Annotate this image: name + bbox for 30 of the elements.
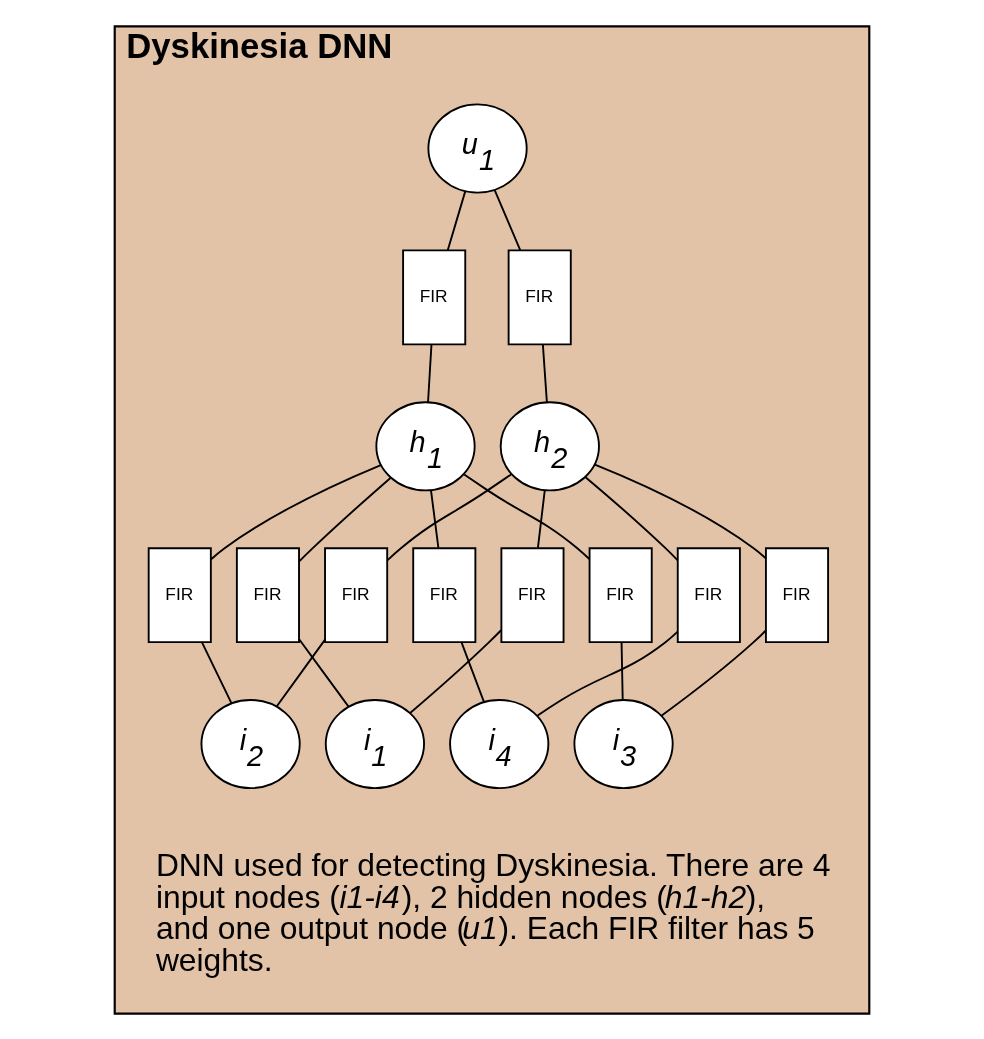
connector [660, 629, 767, 716]
connector [298, 637, 350, 708]
node-box: FIR [507, 248, 572, 345]
node-box: FIR [324, 546, 389, 643]
connector [460, 640, 485, 703]
connector [493, 188, 522, 251]
connector [541, 343, 548, 403]
connector [593, 463, 767, 559]
connector [298, 476, 392, 562]
connector [620, 640, 624, 701]
connector [536, 630, 679, 716]
connector [430, 488, 440, 549]
connector [427, 343, 433, 403]
connector [201, 640, 233, 704]
node-box: FIR [147, 546, 212, 643]
connector [463, 473, 591, 560]
node-box: FIR [676, 546, 741, 643]
connector [537, 488, 546, 549]
connector [584, 475, 679, 561]
connector [386, 473, 512, 561]
connector [409, 628, 502, 714]
node-box: FIR [765, 546, 830, 643]
node-box: FIR [588, 546, 653, 643]
node-box: FIR [235, 546, 300, 643]
connector [209, 463, 382, 560]
node-box: FIR [402, 248, 467, 345]
connector [446, 189, 467, 251]
node-box: FIR [500, 546, 565, 643]
connector [275, 638, 326, 707]
node-box: FIR [412, 546, 477, 643]
